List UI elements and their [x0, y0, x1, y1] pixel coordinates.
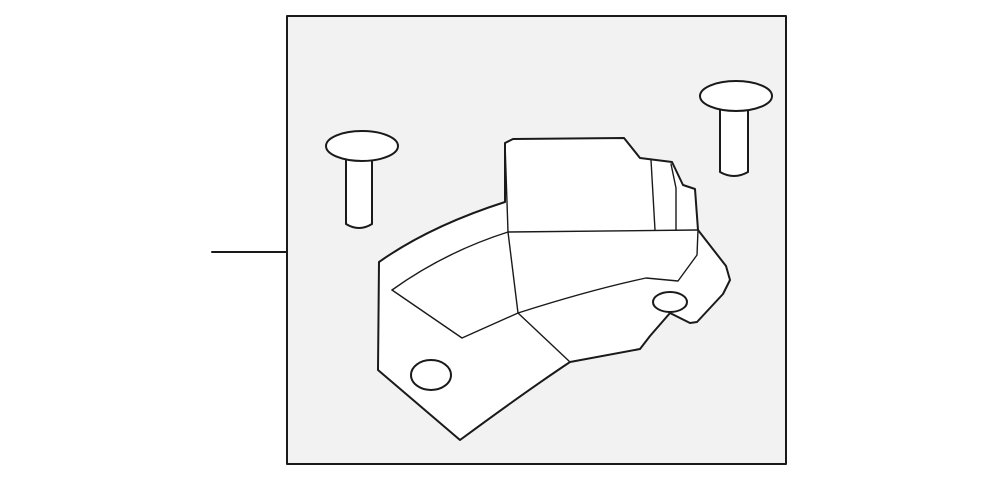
shield-box-inner-line-2	[670, 163, 677, 231]
shield-box-bottom-edge	[507, 229, 698, 233]
shield-inner-contour-lower	[391, 289, 519, 339]
shield-inner-contour-upper	[391, 231, 509, 291]
clip-left-head	[325, 130, 399, 162]
shield-outer-outline	[377, 137, 731, 441]
clip-right-shank	[719, 107, 749, 177]
shield-right-crease	[517, 229, 699, 314]
shield-mounting-hole-left	[410, 359, 452, 391]
push-pin-clip-left	[325, 130, 399, 229]
shield-bracket-part	[377, 137, 731, 441]
shield-mounting-hole-right	[652, 291, 688, 313]
shield-box-left-edge	[504, 142, 509, 233]
clip-left-shank	[345, 157, 373, 229]
shield-box-inner-line-1	[650, 159, 656, 231]
clip-right-head	[699, 80, 773, 112]
push-pin-clip-right	[699, 80, 773, 177]
